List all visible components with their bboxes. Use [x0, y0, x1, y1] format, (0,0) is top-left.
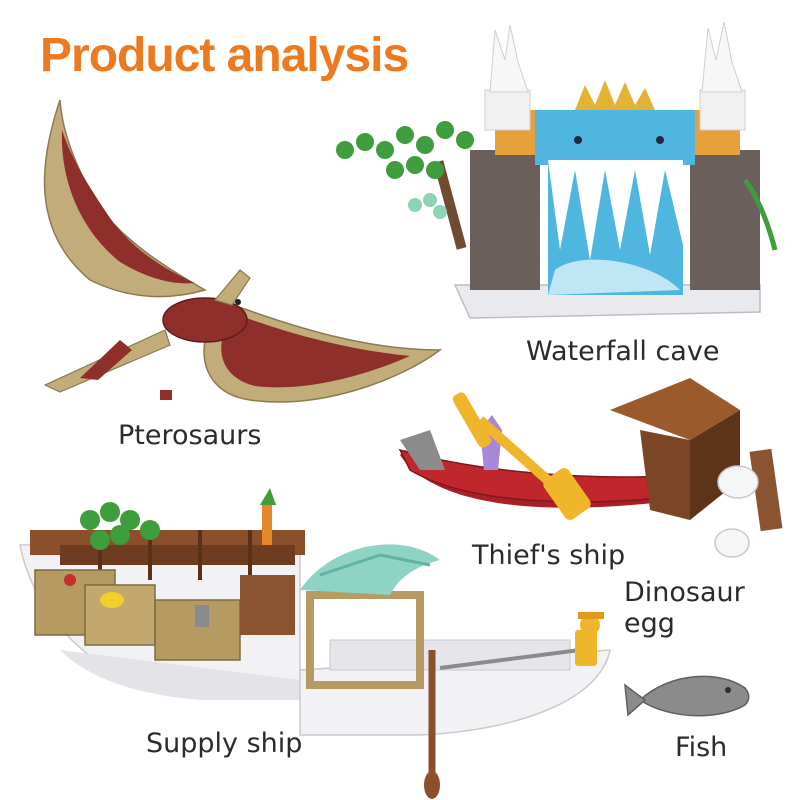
waterfall-cave-set [336, 21, 778, 319]
label-waterfall-cave: Waterfall cave [526, 336, 720, 367]
label-fish: Fish [675, 732, 728, 763]
egg [714, 465, 759, 558]
fish [624, 675, 750, 717]
label-thiefs-ship: Thief's ship [472, 540, 626, 571]
label-pterosaurs: Pterosaurs [118, 420, 262, 451]
page-title: Product analysis [40, 29, 409, 82]
pterosaur-figure [43, 99, 443, 403]
label-dinosaur-egg: Dinosaur egg [624, 577, 745, 639]
label-supply-ship: Supply ship [146, 728, 303, 759]
supply-ship [19, 488, 305, 700]
red-boat [398, 378, 783, 532]
rowboat [299, 544, 611, 799]
